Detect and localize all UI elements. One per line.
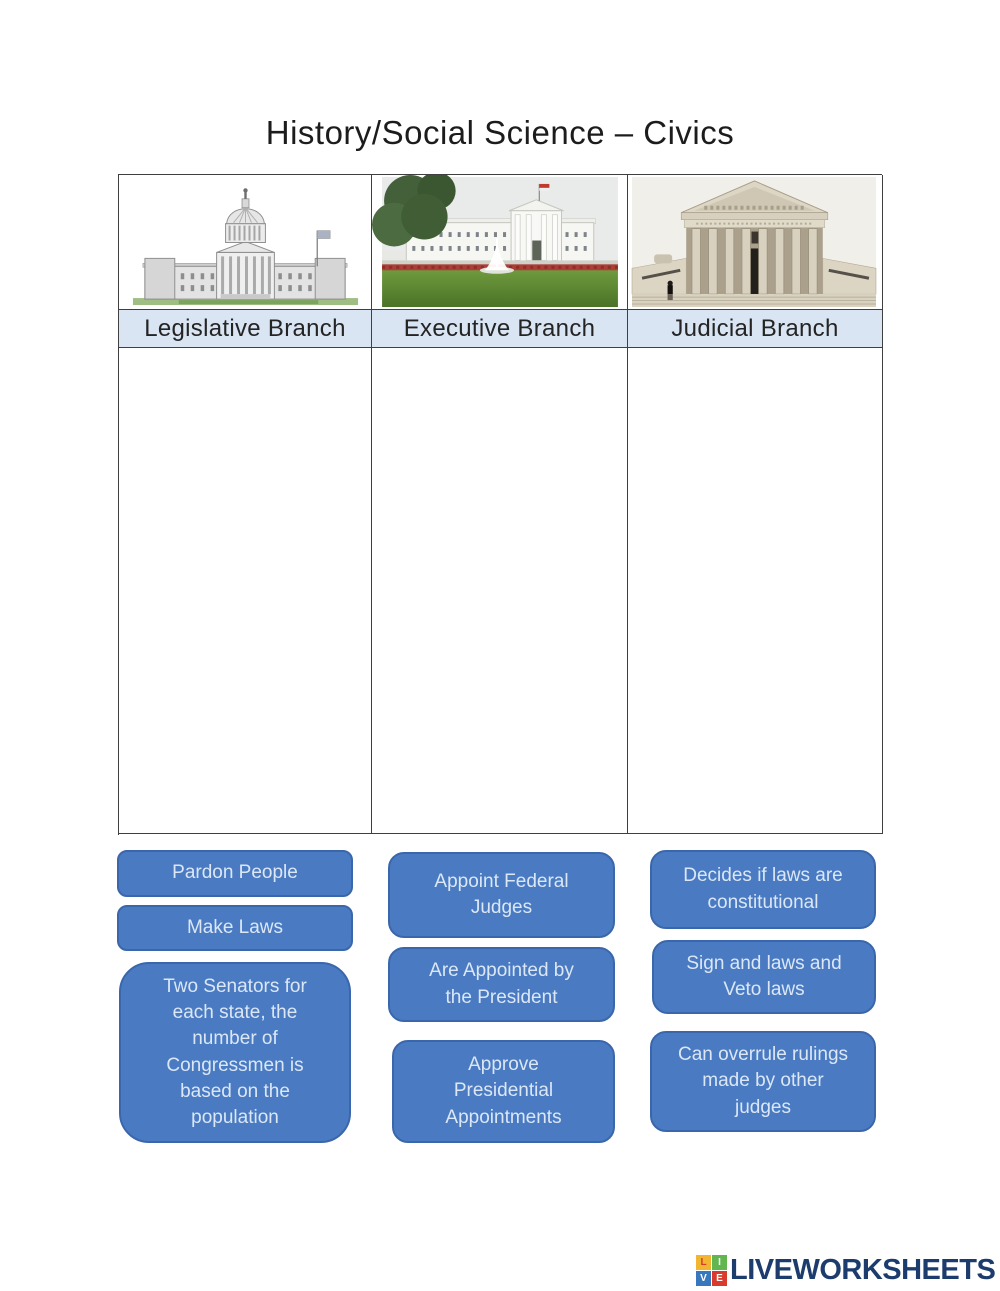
us-capitol-image [119,175,371,309]
drop-area-executive-branch[interactable] [372,348,628,834]
page-title: History/Social Science – Civics [265,114,735,151]
drag-card-pardon-people[interactable]: Pardon People [117,850,353,897]
image-cell-judicial [628,175,883,310]
image-cell-legislative [119,175,372,310]
drop-area-judicial-branch[interactable] [628,348,883,834]
logo-tile-i: I [712,1254,727,1270]
drag-card-two-senators[interactable]: Two Senators for each state, the number … [119,962,351,1143]
drag-card-make-laws[interactable]: Make Laws [117,905,353,951]
column-header-legislative-branch: Legislative Branch [119,310,372,348]
branches-table: Legislative Branch Executive Branch Judi… [118,174,883,835]
drag-card-decides-constitutional[interactable]: Decides if laws are constitutional [650,850,876,929]
logo-tile-e: E [712,1270,727,1286]
logo-tile-v: V [696,1270,711,1286]
white-house-image [372,175,627,309]
drag-card-appointed-by-president[interactable]: Are Appointed by the President [388,947,615,1022]
image-cell-executive [372,175,628,310]
liveworksheets-footer: L I V E LIVEWORKSHEETS [696,1251,996,1289]
drag-card-sign-veto-laws[interactable]: Sign and laws and Veto laws [652,940,876,1014]
column-header-executive-branch: Executive Branch [372,310,628,348]
liveworksheets-brand-text: LIVEWORKSHEETS [730,1253,996,1286]
supreme-court-image [628,175,882,309]
drag-card-approve-appointments[interactable]: Approve Presidential Appointments [392,1040,615,1143]
column-header-judicial-branch: Judicial Branch [628,310,883,348]
drag-card-overrule-rulings[interactable]: Can overrule rulings made by other judge… [650,1031,876,1132]
liveworksheets-logo-icon: L I V E [696,1254,727,1286]
drop-area-legislative-branch[interactable] [119,348,372,834]
drag-card-appoint-federal-judges[interactable]: Appoint Federal Judges [388,852,615,938]
logo-tile-l: L [696,1254,711,1270]
